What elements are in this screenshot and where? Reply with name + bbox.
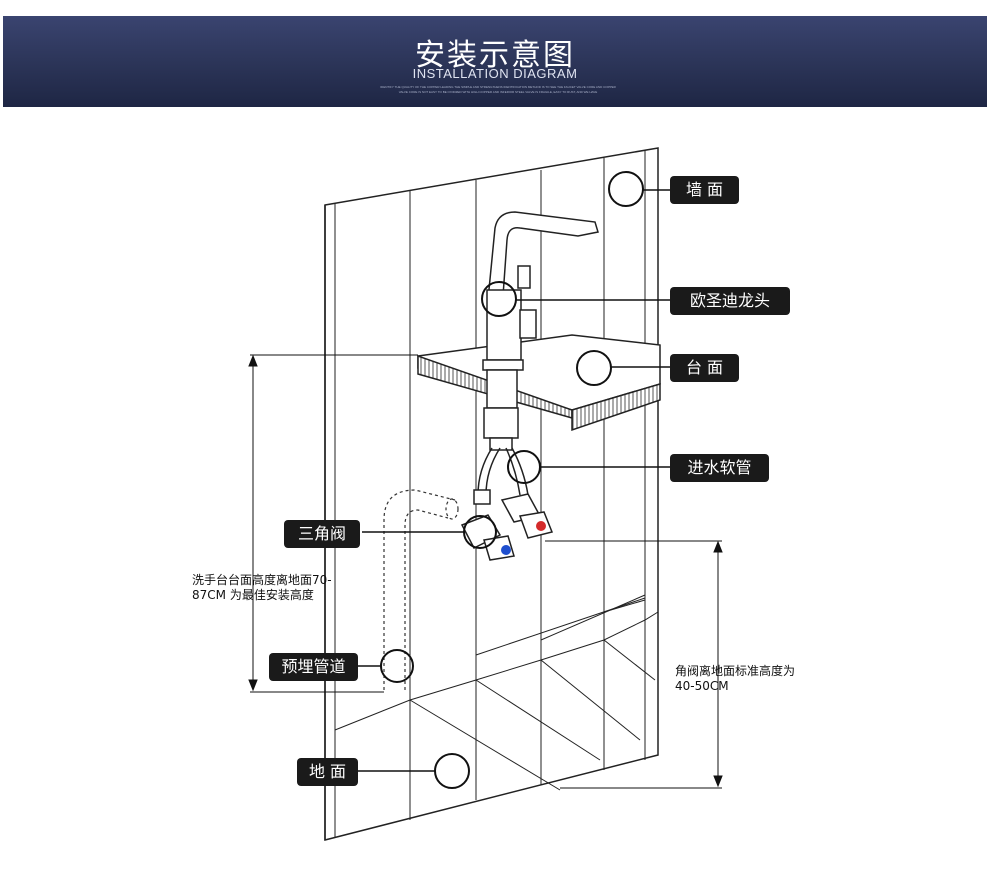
label-wall: 墙 面 bbox=[670, 176, 739, 204]
label-countertop: 台 面 bbox=[670, 354, 739, 382]
faucet-shape bbox=[482, 211, 599, 451]
label-inlet-hose: 进水软管 bbox=[670, 454, 769, 482]
banner-subtitle: INSTALLATION DIAGRAM bbox=[412, 66, 578, 81]
label-angle-valve: 三角阀 bbox=[284, 520, 360, 548]
note-valve-height: 角阀离地面标准高度为40-50CM bbox=[675, 664, 796, 693]
dimension-valve bbox=[545, 540, 723, 789]
dimension-counter bbox=[248, 354, 418, 693]
banner-fine-print-1: IDENTIFY THE QUALITY OF THE COPPER LEADI… bbox=[380, 85, 616, 89]
label-faucet: 欧圣迪龙头 bbox=[670, 287, 790, 315]
inlet-hoses bbox=[473, 447, 529, 505]
buried-pipe bbox=[383, 489, 459, 690]
floor-lines bbox=[334, 594, 659, 791]
leader-lines bbox=[358, 189, 670, 772]
label-floor: 地 面 bbox=[297, 758, 358, 786]
note-counter-height: 洗手台台面高度离地面70-87CM 为最佳安装高度 bbox=[192, 573, 332, 602]
banner-fine-print-2: VALVE CORE IS NOT EASY TO BE OXIDIZED WI… bbox=[398, 90, 598, 94]
label-buried-pipe: 预埋管道 bbox=[269, 653, 358, 681]
banner-title: 安装示意图 bbox=[415, 38, 575, 73]
header-banner: 安装示意图 INSTALLATION DIAGRAM IDENTIFY THE … bbox=[3, 16, 987, 107]
wall-panel bbox=[324, 147, 659, 841]
